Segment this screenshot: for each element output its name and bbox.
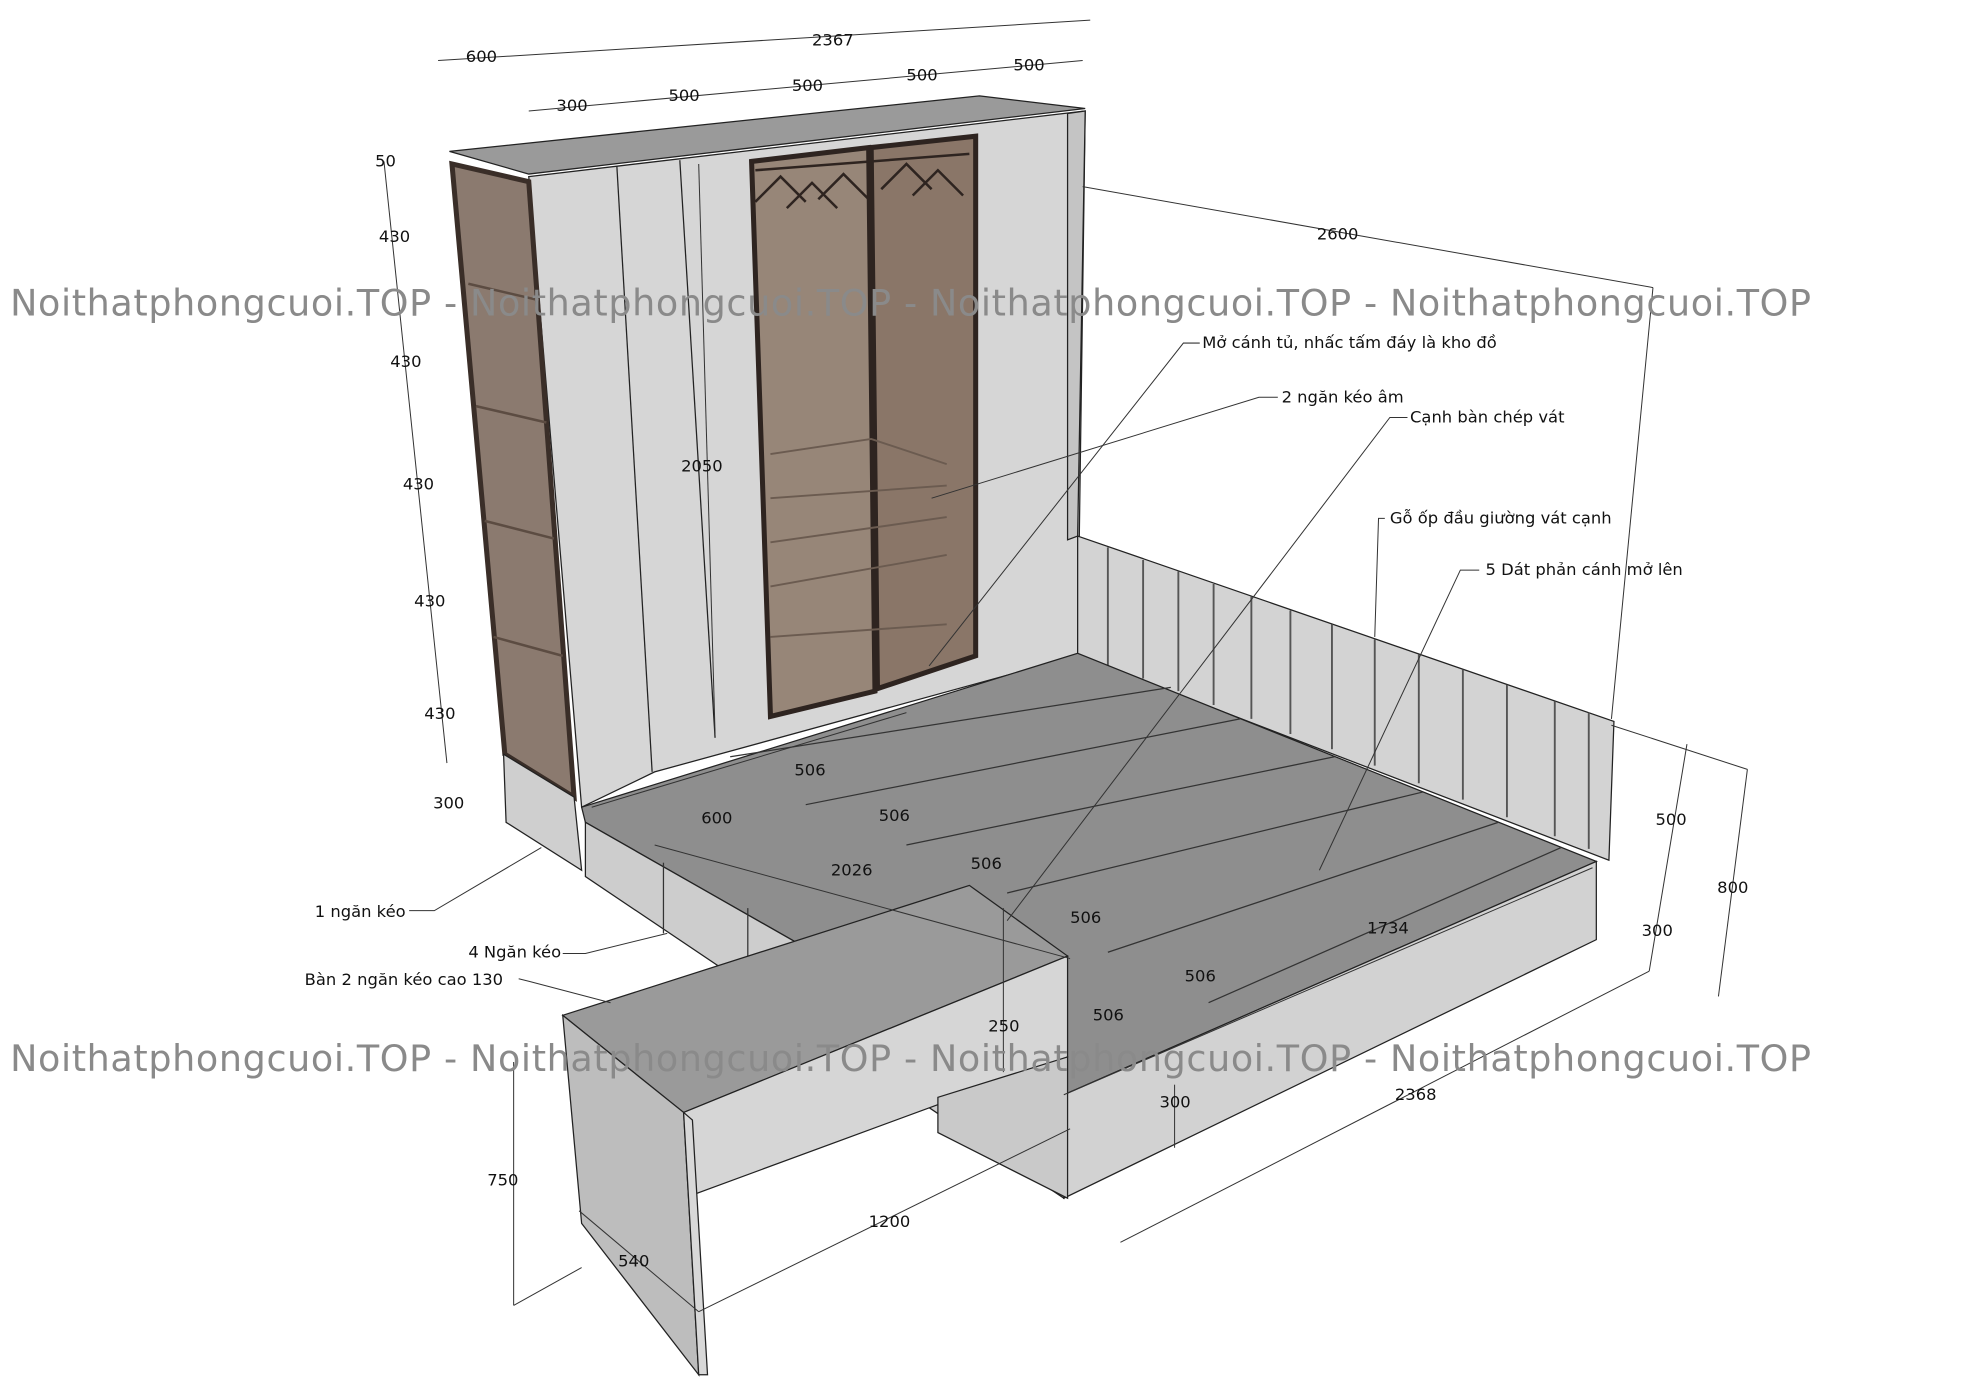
dim-col: 300 <box>556 96 587 115</box>
headboard-slats <box>1106 547 1590 849</box>
dim-platform-length: 2026 <box>831 860 873 879</box>
dim-wardrobe-width: 2367 <box>812 30 854 49</box>
label-open-storage: Mở cánh tủ, nhấc tấm đáy là kho đồ <box>1202 333 1497 352</box>
dim-left-depth: 600 <box>466 47 497 66</box>
label-desk-edge: Cạnh bàn chép vát <box>1410 408 1565 427</box>
desk-leg-right <box>937 1056 1069 1200</box>
dim-slat: 506 <box>879 806 910 825</box>
dim-desk-gap: 250 <box>988 1017 1019 1036</box>
dim-top-gap: 50 <box>375 151 396 170</box>
dim-drawer-depth: 600 <box>701 809 732 828</box>
label-one-drawer: 1 ngăn kéo <box>315 902 406 921</box>
dim-col: 500 <box>1013 56 1044 75</box>
dim-col: 500 <box>906 66 937 85</box>
dim-bed-length: 2368 <box>1395 1085 1437 1104</box>
dim-side-height: 300 <box>1642 921 1673 940</box>
dim-shelf: 430 <box>403 474 434 493</box>
dim-slat: 506 <box>1185 966 1216 985</box>
dim-bed-width: 1734 <box>1367 918 1409 937</box>
dim-total-height: 800 <box>1717 878 1748 897</box>
dim-total-depth: 2600 <box>1317 225 1359 244</box>
label-four-drawers: 4 Ngăn kéo <box>468 942 561 961</box>
inner-drawers <box>770 437 948 638</box>
watermark: Noithatphongcuoi.TOP - Noithatphongcuoi.… <box>10 1037 1812 1080</box>
dim-slat: 506 <box>1093 1005 1124 1024</box>
dim-base-height: 300 <box>433 793 464 812</box>
headboard <box>1077 535 1615 862</box>
dim-col: 500 <box>668 86 699 105</box>
cabinet-shelves <box>468 282 564 658</box>
cabinet-base <box>502 753 583 872</box>
hanger-icon <box>754 152 970 209</box>
dim-shelf: 430 <box>390 352 421 371</box>
dim-desk-height: 750 <box>487 1171 518 1190</box>
dim-slat: 506 <box>1070 908 1101 927</box>
leader-lines <box>409 342 1480 1004</box>
dim-slat: 506 <box>794 761 825 780</box>
dimension-labels: 2367 600 300 500 500 500 500 50 430 430 … <box>375 30 1748 1270</box>
label-headboard: Gỗ ốp đầu giường vát cạnh <box>1390 508 1612 527</box>
dim-col: 500 <box>792 76 823 95</box>
label-hidden-drawers: 2 ngăn kéo âm <box>1282 387 1404 406</box>
dim-headboard-height: 500 <box>1655 810 1686 829</box>
slat-lines <box>662 686 1562 1004</box>
dim-slat: 506 <box>971 854 1002 873</box>
label-desk: Bàn 2 ngăn kéo cao 130 <box>305 970 503 989</box>
annotation-labels: Mở cánh tủ, nhấc tấm đáy là kho đồ 2 ngă… <box>305 333 1683 989</box>
dim-desk-width: 1200 <box>869 1212 911 1231</box>
label-slats: 5 Dát phản cánh mở lên <box>1486 560 1683 579</box>
door-line <box>616 166 653 772</box>
dim-shelf: 430 <box>414 592 445 611</box>
dim-shelf: 430 <box>424 704 455 723</box>
wardrobe-top <box>449 95 1086 175</box>
watermark: Noithatphongcuoi.TOP - Noithatphongcuoi.… <box>10 281 1812 324</box>
dim-shelf: 430 <box>379 227 410 246</box>
dim-desk-depth: 540 <box>618 1251 649 1270</box>
glass-door-right <box>868 133 979 693</box>
dim-bed-base: 300 <box>1159 1092 1190 1111</box>
dimension-lines <box>383 19 1748 1313</box>
dim-wardrobe-height: 2050 <box>681 457 723 476</box>
door-line <box>679 160 716 738</box>
desk-leg-edge <box>682 1110 709 1376</box>
